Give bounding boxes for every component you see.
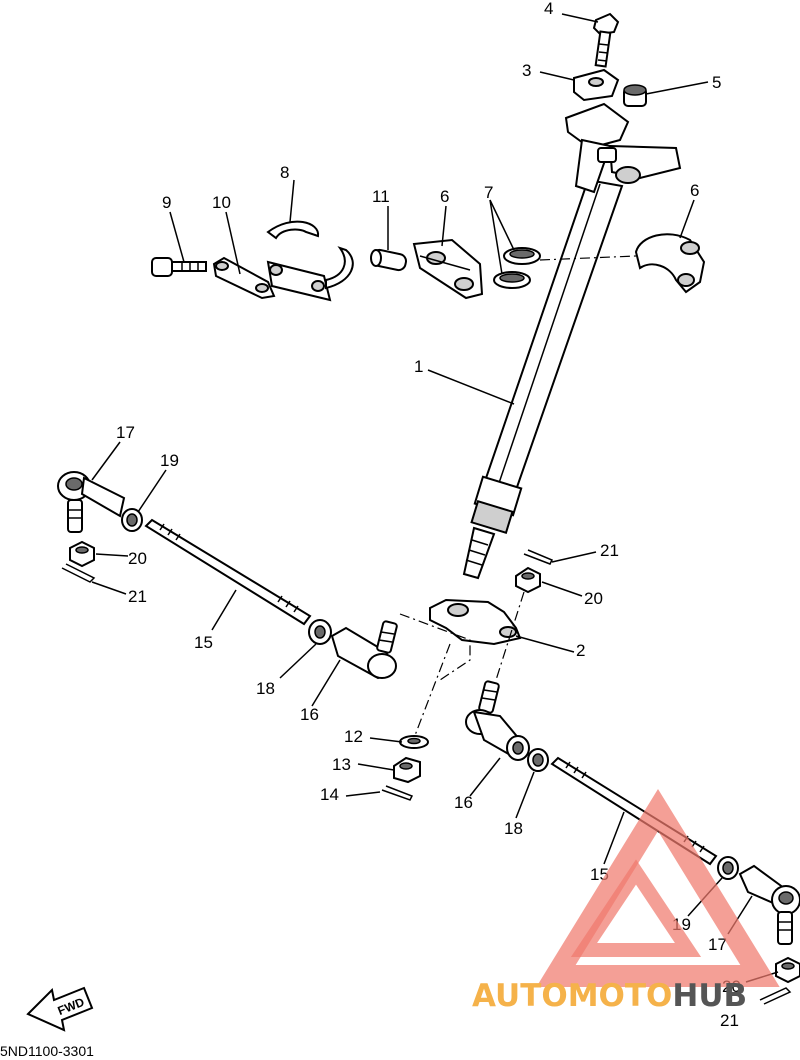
callout-18-left: 18 bbox=[256, 679, 275, 698]
tie-rod-end-part-17-right bbox=[738, 864, 800, 945]
nut-part-19-left bbox=[121, 508, 143, 532]
callout-14: 14 bbox=[320, 785, 339, 804]
cotter-pin-part-21-right bbox=[759, 987, 792, 1005]
tie-rod-end-part-17-left bbox=[57, 471, 126, 533]
bolt-part-9 bbox=[151, 257, 207, 277]
tie-rod-end-part-16-left bbox=[330, 620, 398, 680]
plate-part-10 bbox=[212, 256, 276, 300]
clamp-part-3 bbox=[573, 68, 620, 102]
callout-7: 7 bbox=[484, 183, 493, 202]
callout-6-left: 6 bbox=[440, 187, 449, 206]
steering-column-part-1 bbox=[462, 178, 624, 580]
callout-15-left: 15 bbox=[194, 633, 213, 652]
callout-13: 13 bbox=[332, 755, 351, 774]
pitman-arm-part-2 bbox=[429, 598, 522, 646]
bracket-part-8 bbox=[266, 220, 354, 302]
bushing-part-7 bbox=[493, 247, 541, 289]
nut-part-18-right bbox=[527, 748, 549, 772]
watermark-text-automoto: AUTOMOTO bbox=[472, 978, 672, 1014]
nut-part-13 bbox=[393, 756, 421, 784]
automotohub-watermark-logo: AUTOMOTOHUB bbox=[472, 788, 780, 1014]
svg-text:AUTOMOTOHUB: AUTOMOTOHUB bbox=[472, 978, 747, 1014]
callout-9: 9 bbox=[162, 193, 171, 212]
callout-17-left: 17 bbox=[116, 423, 135, 442]
cotter-pin-part-21-upper bbox=[523, 549, 554, 565]
callout-6-right: 6 bbox=[690, 181, 699, 200]
callout-labels: 4 3 5 8 9 10 11 6 7 6 1 17 19 20 21 15 1… bbox=[116, 0, 741, 1030]
nut-part-20-upper bbox=[515, 566, 541, 594]
nut-part-20-right bbox=[775, 956, 800, 984]
callout-20-left: 20 bbox=[128, 549, 147, 568]
nut-part-19-right bbox=[717, 856, 739, 880]
callout-19-left: 19 bbox=[160, 451, 179, 470]
cotter-pin-part-14 bbox=[381, 785, 414, 801]
callout-21-upper: 21 bbox=[600, 541, 619, 560]
callout-17-right: 17 bbox=[708, 935, 727, 954]
callout-4: 4 bbox=[544, 0, 553, 18]
nut-part-18-right-a bbox=[506, 735, 530, 761]
callout-10: 10 bbox=[212, 193, 231, 212]
fwd-arrow-icon: FWD bbox=[26, 986, 94, 1032]
diagram-code: 5ND1100-3301 bbox=[0, 1043, 94, 1059]
callout-8: 8 bbox=[280, 163, 289, 182]
callout-21-left: 21 bbox=[128, 587, 147, 606]
callout-2: 2 bbox=[576, 641, 585, 660]
cotter-pin-part-21-left bbox=[61, 563, 96, 583]
tie-rod-part-15-left bbox=[144, 518, 312, 626]
callout-12: 12 bbox=[344, 727, 363, 746]
bolt-part-4 bbox=[592, 12, 620, 68]
holder-part-6-right bbox=[634, 233, 706, 294]
callout-1: 1 bbox=[414, 357, 423, 376]
callout-16-left: 16 bbox=[300, 705, 319, 724]
callout-16-right: 16 bbox=[454, 793, 473, 812]
nut-part-20-left bbox=[69, 540, 95, 568]
holder-part-6-left bbox=[412, 238, 484, 300]
leader-lines bbox=[91, 13, 779, 983]
nut-part-18-left bbox=[308, 619, 332, 645]
callout-21-right: 21 bbox=[720, 1011, 739, 1030]
column-upper-bracket bbox=[564, 102, 682, 194]
callout-20-upper: 20 bbox=[584, 589, 603, 608]
callout-11: 11 bbox=[372, 187, 390, 206]
callout-18-right: 18 bbox=[504, 819, 523, 838]
watermark-text-hub: HUB bbox=[672, 978, 747, 1014]
collar-part-11 bbox=[370, 248, 407, 272]
callout-5: 5 bbox=[712, 73, 721, 92]
washer-part-12 bbox=[399, 735, 429, 749]
collar-part-5 bbox=[623, 84, 647, 107]
callout-3: 3 bbox=[522, 61, 531, 80]
